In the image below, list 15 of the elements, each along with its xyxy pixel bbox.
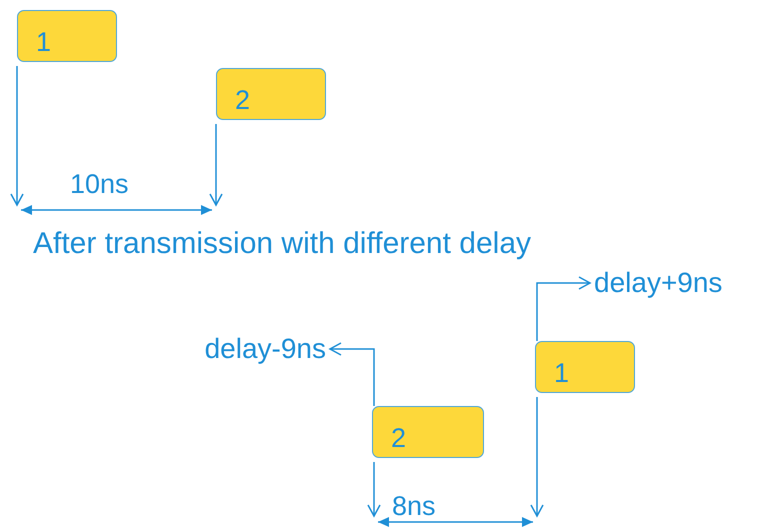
packet-number: 1 <box>36 27 52 57</box>
packet-box <box>216 68 326 120</box>
arrow <box>536 276 591 341</box>
delay-label: delay+9ns <box>590 267 765 299</box>
packet-number: 1 <box>554 358 570 388</box>
dimension-label: 8ns <box>392 490 436 522</box>
arrow <box>329 342 375 406</box>
packet-box <box>17 10 117 62</box>
packet-number: 2 <box>235 85 250 115</box>
heading: After transmission with different delay <box>33 228 532 260</box>
packet-number: 2 <box>391 423 406 453</box>
dimension-label: 10ns <box>70 168 129 200</box>
packet-box <box>372 406 484 458</box>
delay-label: delay-9ns <box>158 333 330 365</box>
packet-box <box>535 341 635 393</box>
